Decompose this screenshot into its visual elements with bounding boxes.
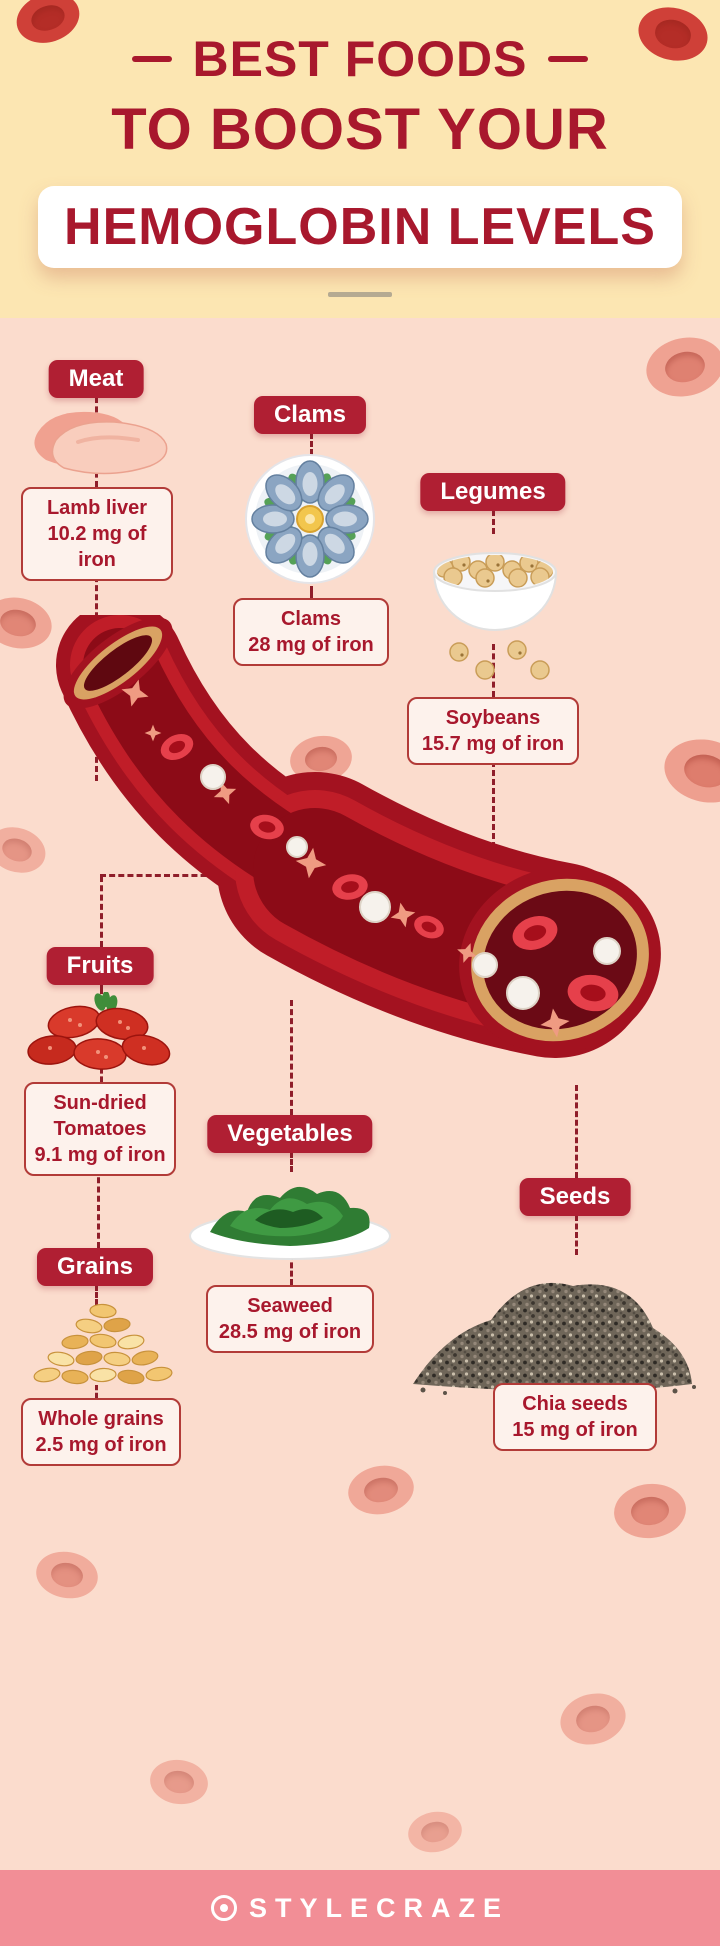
artery-illustration xyxy=(56,615,661,1058)
legumes-bowl-illustration xyxy=(432,552,558,631)
connector-grains-image-caption xyxy=(95,1385,98,1398)
red-blood-cell-decoration xyxy=(404,1807,466,1857)
connector-seeds-badge-image xyxy=(575,1215,578,1255)
connector-legumes-artery xyxy=(492,752,495,902)
artery-left-opening xyxy=(63,617,173,709)
connector-vegetables-artery xyxy=(290,1000,293,1115)
title-highlight-box: HEMOGLOBIN LEVELS xyxy=(38,186,682,268)
connector-clams-badge-plate xyxy=(310,433,313,455)
badge-legumes: Legumes xyxy=(420,473,566,511)
sun-dried-tomatoes-illustration xyxy=(27,992,171,1070)
red-blood-cell-decoration xyxy=(611,1480,689,1542)
connector-fruits-image-caption xyxy=(100,1068,103,1082)
whole-grains-illustration xyxy=(33,1303,173,1385)
connector-legumes-badge-bowl xyxy=(492,510,495,534)
title-dash-left xyxy=(132,56,173,62)
title-line-3: HEMOGLOBIN LEVELS xyxy=(64,198,656,256)
caption-vegetables: Seaweed 28.5 mg of iron xyxy=(206,1285,374,1353)
connector-fruits-grains xyxy=(97,1168,100,1248)
red-blood-cell-decoration xyxy=(147,1756,211,1808)
connector-vegetables-plate-caption xyxy=(290,1254,293,1285)
title-dash-right xyxy=(547,56,588,62)
caption-legumes: Soybeans 15.7 mg of iron xyxy=(407,697,579,765)
herb-sprig xyxy=(94,992,118,1013)
connector-fruits-artery-vertical xyxy=(100,876,103,947)
connector-fruits-badge-image xyxy=(100,984,103,994)
badge-fruits: Fruits xyxy=(46,947,154,985)
red-blood-cell-decoration xyxy=(344,1460,418,1520)
scattered-soybeans-illustration xyxy=(449,640,550,680)
title-line-1: BEST FOODS xyxy=(192,31,528,87)
clam-shells xyxy=(251,460,369,578)
title-line-2-row: TO BOOST YOUR xyxy=(0,96,720,163)
brand-name: STYLECRAZE xyxy=(248,1892,509,1923)
caption-seeds: Chia seeds 15 mg of iron xyxy=(493,1383,657,1451)
connector-grains-badge-image xyxy=(95,1285,98,1305)
meat-illustration xyxy=(34,411,168,475)
badge-clams: Clams xyxy=(253,396,367,434)
title-line-1-row: BEST FOODS xyxy=(0,30,720,88)
connector-vegetables-badge-plate xyxy=(290,1152,293,1172)
badge-seeds: Seeds xyxy=(519,1178,631,1216)
footer-brand-bar: STYLECRAZE xyxy=(0,1870,720,1946)
badge-vegetables: Vegetables xyxy=(207,1115,373,1153)
seaweed-plate-illustration xyxy=(189,1186,391,1260)
connector-fruits-artery-horizontal xyxy=(100,874,234,877)
red-blood-cell-decoration xyxy=(554,1686,632,1752)
red-blood-cell-decoration xyxy=(640,330,720,404)
caption-grains: Whole grains 2.5 mg of iron xyxy=(21,1398,181,1466)
connector-clams-plate-caption xyxy=(310,586,313,598)
caption-fruits: Sun-dried Tomatoes 9.1 mg of iron xyxy=(24,1082,176,1176)
clams-plate-illustration xyxy=(245,454,375,584)
caption-clams: Clams 28 mg of iron xyxy=(233,598,389,666)
red-blood-cell-decoration xyxy=(32,1546,102,1604)
connector-seeds-artery xyxy=(575,1085,578,1178)
stylecraze-logo-icon xyxy=(210,1895,237,1921)
badge-grains: Grains xyxy=(36,1248,154,1286)
header-divider xyxy=(328,292,392,297)
red-blood-cells xyxy=(160,733,619,1012)
chia-seeds-illustration xyxy=(413,1282,696,1397)
title-line-2: TO BOOST YOUR xyxy=(111,97,609,162)
badge-meat: Meat xyxy=(48,360,144,398)
caption-meat: Lamb liver 10.2 mg of iron xyxy=(21,487,173,581)
white-blood-cells xyxy=(200,764,621,1010)
